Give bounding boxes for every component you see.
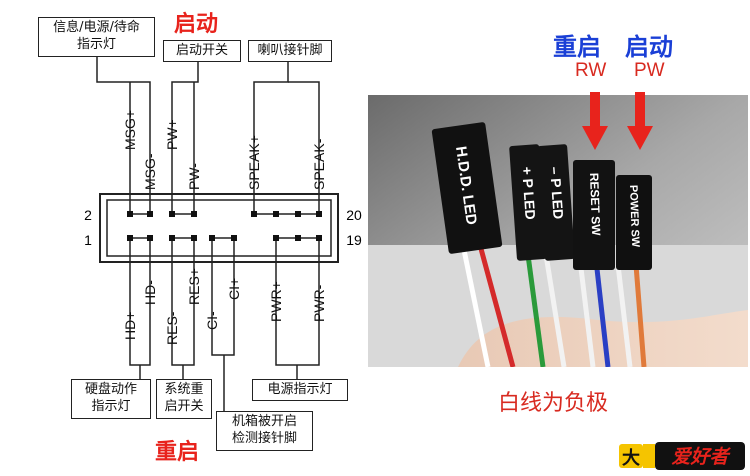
power-switch-label: 启动开关 [163, 40, 241, 62]
pin-number-20: 20 [346, 207, 362, 223]
arrow-reset-icon [582, 92, 608, 150]
pin-label-pwr-plus: PWR+ [268, 281, 284, 322]
connector-pled-minus: – P LED [547, 166, 567, 220]
status-led-label: 信息/电源/待命 指示灯 [38, 17, 155, 57]
photo-code-reset: RW [575, 60, 607, 81]
hdd-led-label: 硬盘动作 指示灯 [71, 379, 151, 419]
pin-number-1: 1 [84, 232, 92, 248]
pin-label-hd-minus: HD- [142, 280, 158, 305]
pin-label-res-plus: RES+ [186, 268, 202, 305]
photo-title-reset: 重启 [553, 33, 601, 61]
pin-number-19: 19 [346, 232, 362, 248]
pin-label-pw-minus: PW- [186, 163, 202, 190]
photo-code-start: PW [634, 60, 665, 81]
pin-label-speak-minus: SPEAK- [311, 138, 327, 190]
pin-label-msg-minus: MSG- [142, 153, 158, 190]
reset-switch-label: 系统重 启开关 [156, 379, 212, 419]
pin-label-pwr-minus: PWR- [311, 284, 327, 322]
pin-label-res-minus: RES- [164, 311, 180, 345]
photo-title-start: 启动 [625, 33, 673, 61]
connector-power-sw: POWER SW [627, 185, 641, 248]
header-inner [106, 199, 332, 257]
pin-number-2: 2 [84, 207, 92, 223]
front-panel-header-diagram: 2 1 20 19 MSG+ MSG- PW+ PW- SPEAK+ SPEAK… [84, 55, 362, 412]
chassis-intrusion-label: 机箱被开启 检测接针脚 [216, 411, 313, 451]
pin-label-pw-plus: PW+ [164, 119, 180, 150]
arrow-start-icon [627, 92, 653, 150]
svg-text:大: 大 [622, 447, 640, 469]
site-logo: 大 爱好者 [617, 440, 747, 472]
power-led-label: 电源指示灯 [252, 379, 348, 401]
pin-label-ci-minus: CI- [204, 311, 220, 330]
pin-label-speak-plus: SPEAK+ [246, 135, 262, 190]
pin-label-hd-plus: HD+ [122, 312, 138, 340]
photo-caption: 白线为负极 [498, 391, 609, 416]
pin-label-ci-plus: CI+ [226, 278, 242, 300]
header-outline [99, 193, 339, 263]
connector-pled-plus: + P LED [519, 166, 539, 220]
connector-photo: H.D.D. LED – P LED + P LED RESET SW POWE… [368, 95, 748, 367]
pin-label-msg-plus: MSG+ [122, 110, 138, 150]
reset-label-red: 重启 [155, 440, 200, 465]
speaker-label: 喇叭接针脚 [248, 40, 332, 62]
start-label-red: 启动 [174, 12, 219, 37]
connector-reset-sw: RESET SW [587, 173, 603, 237]
logo-text: 爱好者 [671, 446, 731, 468]
